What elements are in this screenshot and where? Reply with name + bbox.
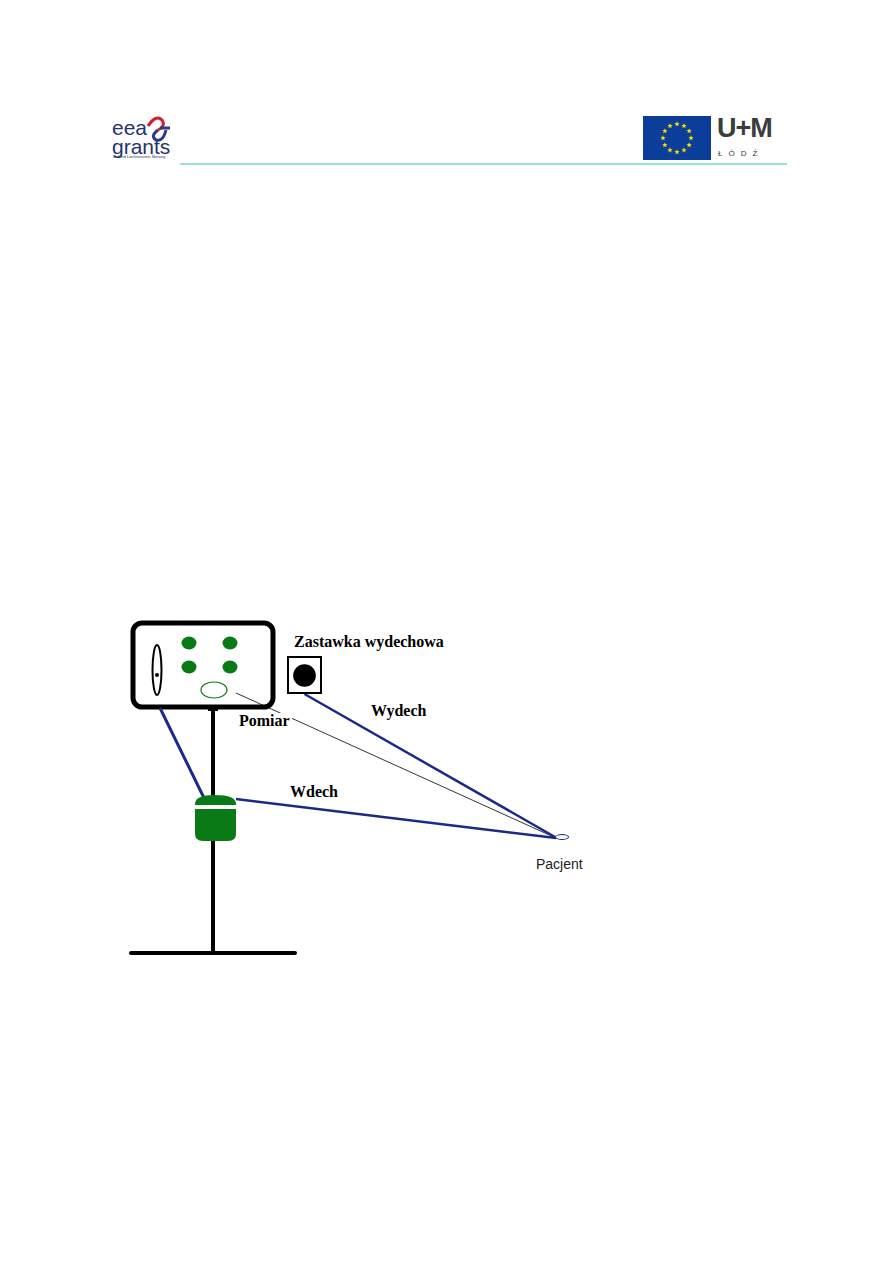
star: [674, 149, 679, 154]
header-rule: [180, 163, 787, 164]
star: [681, 147, 686, 152]
star: [688, 135, 693, 140]
logo-text: U+M: [717, 115, 772, 142]
node-text: Zastawka wydechowa: [294, 634, 444, 650]
indicator-dot: [182, 637, 197, 650]
inhale-hose: [236, 799, 556, 838]
exhale-hose: [305, 694, 556, 837]
star: [662, 128, 667, 133]
flow-label: Wydech: [369, 703, 428, 719]
flow-label: Wdech: [288, 784, 340, 800]
star: [686, 142, 691, 147]
star: [667, 147, 672, 152]
logo-text: eea: [112, 117, 147, 138]
canister-band: [195, 805, 236, 809]
star: [660, 135, 665, 140]
slider-gauge: [153, 645, 162, 695]
star: [662, 142, 667, 147]
valve-disc: [293, 664, 316, 687]
star: [667, 123, 672, 128]
star: [674, 121, 679, 126]
exhaust-valve: Zastawka wydechowa: [287, 656, 322, 694]
supply-hose: [160, 708, 205, 800]
valve-disc: [289, 658, 320, 692]
stand-base: [131, 951, 295, 955]
indicator-dot: [182, 661, 197, 674]
measurement-port: [201, 682, 227, 698]
logo-text: grants: [112, 136, 170, 157]
logo-subtext: ŁÓDŹ: [718, 150, 763, 158]
eu-stars: [660, 121, 693, 154]
logo-subtext: Iceland Liechtenstein Norway: [113, 155, 165, 159]
node-text: Pacjent: [536, 857, 583, 871]
device-housing: [133, 623, 273, 707]
eu-flag: [643, 116, 711, 160]
humidifier-canister: [195, 795, 236, 841]
patient-mouthpiece: Pacjent: [555, 834, 569, 840]
indicator-dot: [223, 661, 238, 674]
measurement-line: [236, 693, 556, 838]
star: [681, 123, 686, 128]
indicator-dot: [223, 637, 238, 650]
flow-label: Pomiar: [237, 713, 292, 729]
star: [686, 128, 691, 133]
slider-knob: [155, 673, 159, 677]
